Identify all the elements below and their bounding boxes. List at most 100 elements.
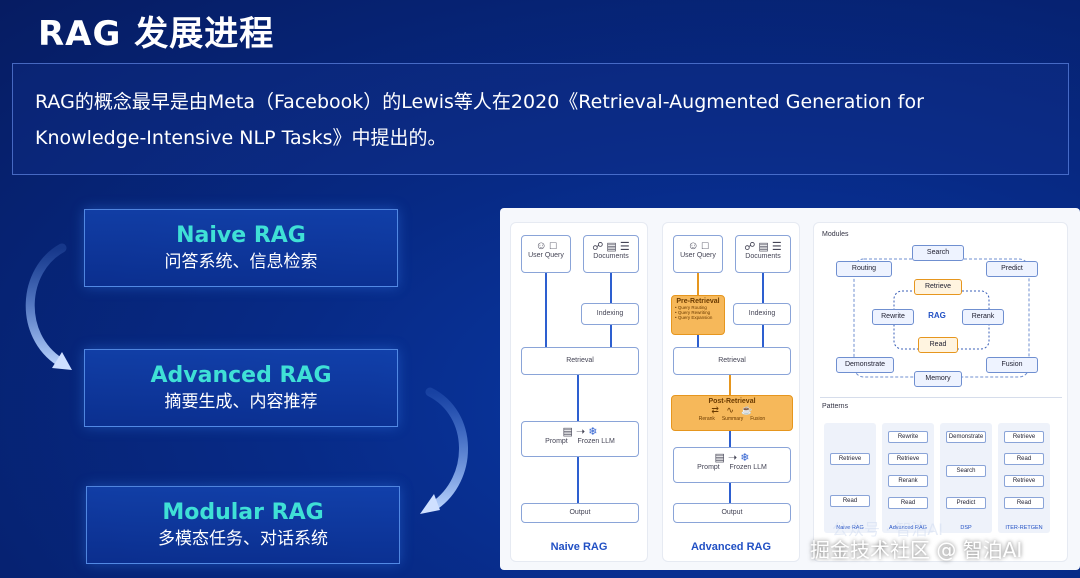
pattern-step: Read [830, 495, 870, 507]
flow-arrow-right [420, 387, 468, 514]
pattern-step: Retrieve [1004, 431, 1044, 443]
pattern-label: DSP [960, 525, 972, 531]
rag-paradigm-figure: ☺ □ User Query ☍ ▤ ☰ Documents Indexing … [500, 208, 1080, 570]
module-fusion: Fusion [986, 357, 1038, 373]
pattern-step: Read [888, 497, 928, 509]
intro-line-1: RAG的概念最早是由Meta（Facebook）的Lewis等人在2020《Re… [35, 91, 924, 113]
pattern-label: Advanced RAG [889, 525, 927, 531]
output-box: Output [673, 503, 791, 523]
post-retrieval-title: Post-Retrieval [708, 398, 756, 405]
modular-rag-column: Modules Search Routing Predict Retrieve … [813, 222, 1068, 562]
flow-line [610, 273, 612, 303]
module-demonstrate: Demonstrate [836, 357, 894, 373]
pattern-step: Rerank [888, 475, 928, 487]
post-retrieval-item: Rerank [698, 416, 715, 422]
retrieval-box: Retrieval [521, 347, 639, 375]
snowflake-icon: ❄ [740, 452, 750, 464]
pattern-step: Rewrite [888, 431, 928, 443]
pattern-label: Naive RAG [836, 525, 864, 531]
retrieval-box: Retrieval [673, 347, 791, 375]
query-label: Query [696, 252, 716, 259]
module-rewrite: Rewrite [872, 309, 914, 325]
prompt-llm-box: ▤ ➝ ❄ Prompt Frozen LLM [673, 447, 791, 483]
user-query-box: ☺ □ User Query [521, 235, 571, 273]
divider [820, 397, 1062, 398]
pre-retrieval-box: Pre-Retrieval • Query Routing • Query Re… [671, 295, 725, 335]
patterns-label: Patterns [822, 403, 849, 410]
documents-box: ☍ ▤ ☰ Documents [583, 235, 639, 273]
pattern-naive-rag: Retrieve Read Naive RAG [824, 423, 876, 533]
pattern-advanced-rag: Rewrite Retrieve Rerank Read Advanced RA… [882, 423, 934, 533]
pattern-step: Search [946, 465, 986, 477]
pattern-step: Retrieve [830, 453, 870, 465]
slide-title: RAG 发展进程 [38, 14, 275, 54]
pattern-label: ITER-RETGEN [1005, 525, 1043, 531]
prompt-llm-box: ▤ ➝ ❄ Prompt Frozen LLM [521, 421, 639, 457]
stage-name: Advanced RAG [150, 363, 332, 388]
prompt-label: Prompt [545, 438, 568, 445]
flow-line [577, 375, 579, 421]
naive-rag-title: Naive RAG [550, 541, 608, 553]
modules-label: Modules [822, 231, 849, 238]
module-retrieve: Retrieve [914, 279, 962, 295]
pattern-step: Predict [946, 497, 986, 509]
pattern-step: Read [1004, 497, 1044, 509]
stage-desc: 问答系统、信息检索 [164, 252, 318, 272]
advanced-rag-title: Advanced RAG [690, 541, 772, 553]
module-rerank: Rerank [962, 309, 1004, 325]
intro-line-2: Knowledge-Intensive NLP Tasks》中提出的。 [35, 127, 447, 149]
flow-line [577, 457, 579, 503]
flow-line [762, 273, 764, 303]
module-memory: Memory [914, 371, 962, 387]
advanced-rag-column: ☺ □ User Query ☍ ▤ ☰ Documents Pre-Retri… [662, 222, 800, 562]
stage-desc: 多模态任务、对话系统 [158, 529, 328, 549]
pre-retrieval-title: Pre-Retrieval [676, 298, 720, 305]
stage-advanced-rag: Advanced RAG 摘要生成、内容推荐 [84, 349, 398, 427]
pre-retrieval-item: • Query Routing [675, 305, 707, 310]
module-predict: Predict [986, 261, 1038, 277]
stage-desc: 摘要生成、内容推荐 [164, 392, 318, 412]
stage-name: Naive RAG [176, 223, 306, 248]
flow-line [610, 325, 612, 347]
documents-label: Documents [745, 253, 781, 260]
output-box: Output [521, 503, 639, 523]
pattern-step: Retrieve [1004, 475, 1044, 487]
flow-line [545, 273, 547, 347]
pattern-step: Read [1004, 453, 1044, 465]
documents-box: ☍ ▤ ☰ Documents [735, 235, 791, 273]
module-rag: RAG [928, 311, 946, 320]
document-icon: ▤ [714, 452, 725, 464]
post-retrieval-item: Summary [721, 416, 744, 422]
watermark-platform: 公众号 · 智泊AI [832, 520, 943, 539]
pattern-step: Demonstrate [946, 431, 986, 443]
flow-line [697, 335, 699, 347]
prompt-label: Prompt [697, 464, 720, 471]
stage-name: Modular RAG [162, 500, 324, 525]
pre-retrieval-item: • Query Rewriting [675, 310, 711, 315]
watermark-text: 掘金技术社区 @ 智泊AI [810, 538, 1023, 562]
query-label: Query [544, 252, 564, 259]
user-query-box: ☺ □ User Query [673, 235, 723, 273]
naive-rag-column: ☺ □ User Query ☍ ▤ ☰ Documents Indexing … [510, 222, 648, 562]
flow-arrow-left [25, 243, 72, 370]
flow-line [729, 375, 731, 395]
stage-naive-rag: Naive RAG 问答系统、信息检索 [84, 209, 398, 287]
user-label: User [528, 252, 543, 259]
user-label: User [680, 252, 695, 259]
module-search: Search [912, 245, 964, 261]
indexing-box: Indexing [733, 303, 791, 325]
indexing-box: Indexing [581, 303, 639, 325]
pre-retrieval-item: • Query Expansion [675, 315, 713, 320]
pattern-dsp: Demonstrate Search Predict DSP [940, 423, 992, 533]
flow-line [762, 325, 764, 347]
module-routing: Routing [836, 261, 892, 277]
documents-label: Documents [593, 253, 629, 260]
flow-line [697, 273, 699, 295]
pattern-step: Retrieve [888, 453, 928, 465]
module-read: Read [918, 337, 958, 353]
flow-line [729, 483, 731, 503]
pattern-iter-retgen: Retrieve Read Retrieve Read ITER-RETGEN [998, 423, 1050, 533]
frozen-llm-label: Frozen LLM [729, 464, 767, 471]
post-retrieval-item: Fusion [750, 416, 766, 422]
post-retrieval-box: Post-Retrieval ⇄ ∿ ☕ Rerank Summary Fusi… [671, 395, 793, 431]
